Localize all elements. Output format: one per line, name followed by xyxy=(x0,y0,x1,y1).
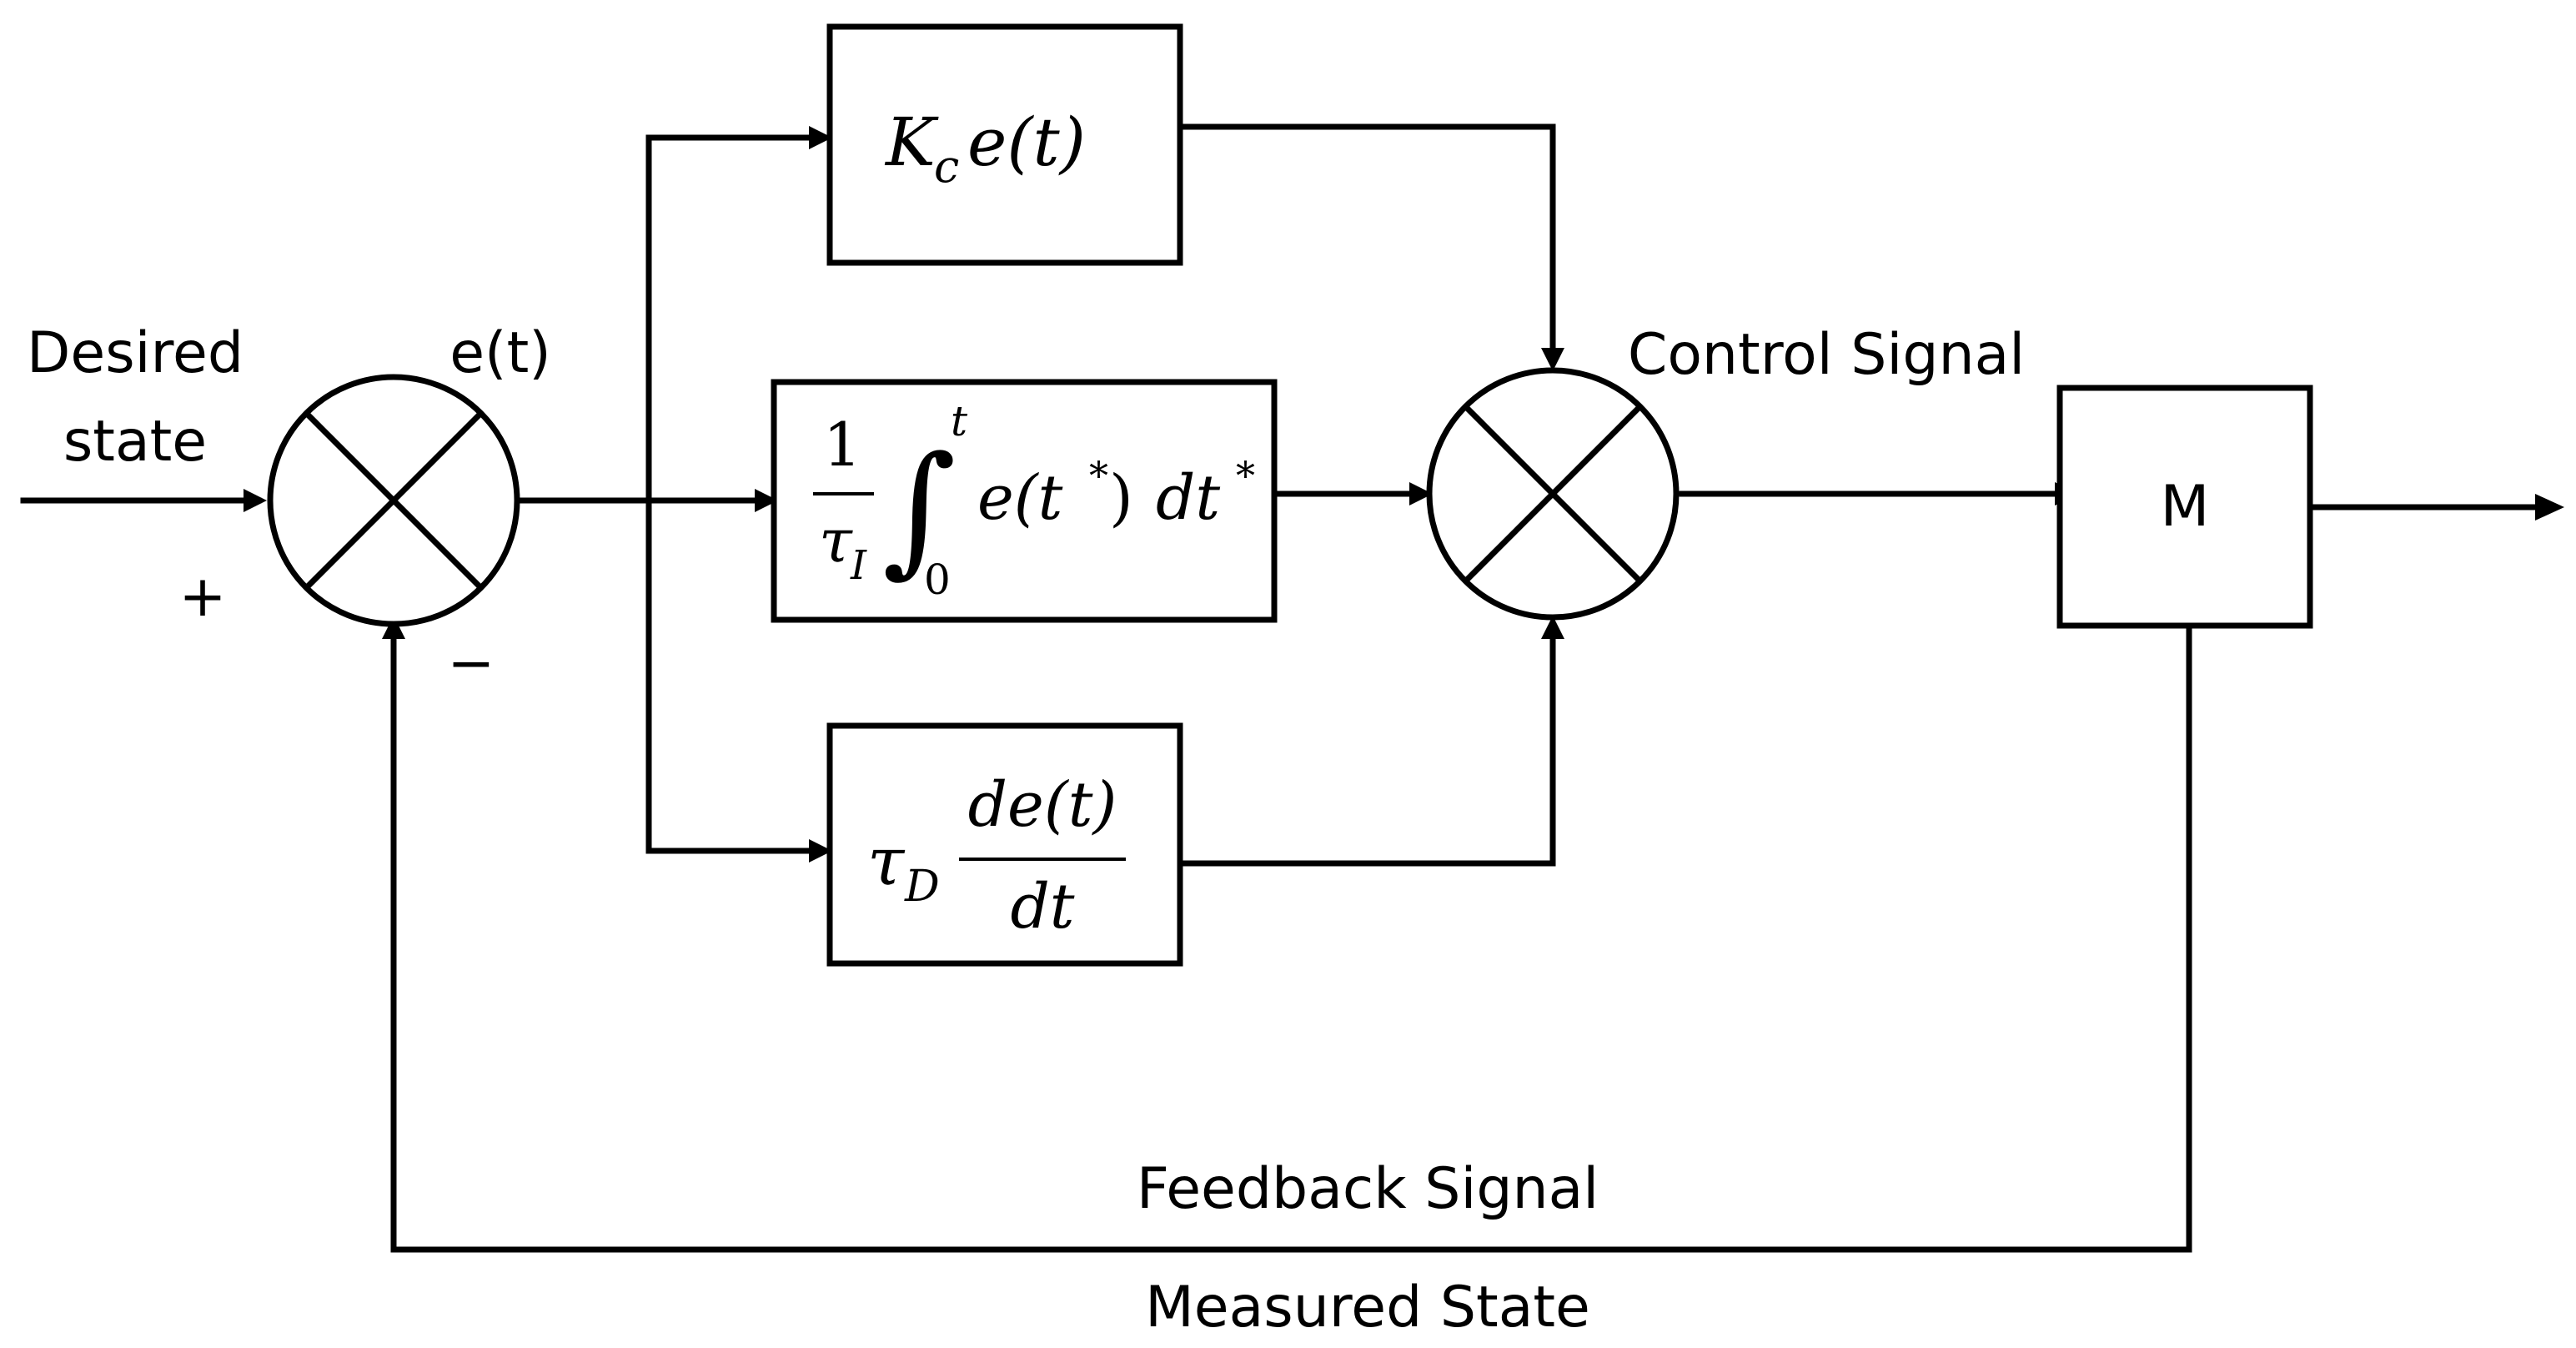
derivative-tau-subscript: D xyxy=(904,862,940,912)
arrowhead-into-sj1 xyxy=(244,489,267,512)
arrowhead-into-sj2-left xyxy=(1409,482,1433,506)
error-signal-label: e(t) xyxy=(449,320,551,386)
arrowhead-output xyxy=(2535,494,2564,521)
summing-junction-error xyxy=(267,374,520,627)
arrowhead-into-sj2-bottom xyxy=(1541,616,1564,639)
integral-sign: ∫ xyxy=(882,426,957,591)
plus-sign: + xyxy=(179,564,227,630)
wire-proportional-out xyxy=(1177,123,1556,354)
wire-feedback-loop xyxy=(390,622,2192,1253)
arrowhead-into-integral xyxy=(755,489,778,512)
derivative-numerator: de(t) xyxy=(968,769,1117,841)
arrowhead-feedback-into-sj1 xyxy=(382,616,405,639)
integral-differential: dt xyxy=(1156,462,1220,534)
proportional-block xyxy=(826,23,1183,266)
arrowhead-into-sj2-top xyxy=(1541,348,1564,371)
derivative-tau: τ xyxy=(867,822,906,900)
integral-differential-star: * xyxy=(1236,453,1255,498)
integral-block xyxy=(771,379,1278,623)
wire-derivative-out xyxy=(1177,635,1556,867)
derivative-formula: τ D de(t) dt xyxy=(867,769,1126,943)
integral-denominator-subscript: I xyxy=(850,542,867,589)
integral-numerator: 1 xyxy=(823,410,861,480)
derivative-block xyxy=(826,722,1183,967)
gain-subscript: c xyxy=(934,140,959,193)
gain-symbol: K xyxy=(884,103,939,181)
derivative-denominator: dt xyxy=(1010,871,1074,943)
minus-sign: − xyxy=(448,631,495,697)
integral-upper-limit: t xyxy=(951,397,968,445)
integral-integrand-star: * xyxy=(1089,453,1108,498)
signal-wires xyxy=(20,123,2538,1253)
summing-junction-control xyxy=(1426,367,1680,621)
plant-block xyxy=(2056,385,2313,629)
desired-state-label-line2: state xyxy=(63,409,207,475)
proportional-body: e(t) xyxy=(967,103,1086,181)
desired-state-label-line1: Desired xyxy=(27,320,244,386)
integral-formula: 1 τ I ∫ t 0 e(t * ) dt * xyxy=(813,397,1255,604)
plant-label: M xyxy=(2161,474,2210,540)
feedback-signal-label: Feedback Signal xyxy=(1137,1156,1599,1222)
arrowhead-into-derivative xyxy=(809,839,832,863)
integral-integrand-close: ) xyxy=(1109,462,1133,534)
integral-lower-limit: 0 xyxy=(924,556,951,604)
arrowhead-into-proportional xyxy=(809,126,832,149)
integral-denominator: τ xyxy=(819,506,853,576)
measured-state-label: Measured State xyxy=(1145,1275,1590,1340)
proportional-formula: K c e(t) xyxy=(884,103,1086,193)
integral-integrand: e(t xyxy=(977,462,1063,534)
control-signal-label: Control Signal xyxy=(1628,322,2025,388)
